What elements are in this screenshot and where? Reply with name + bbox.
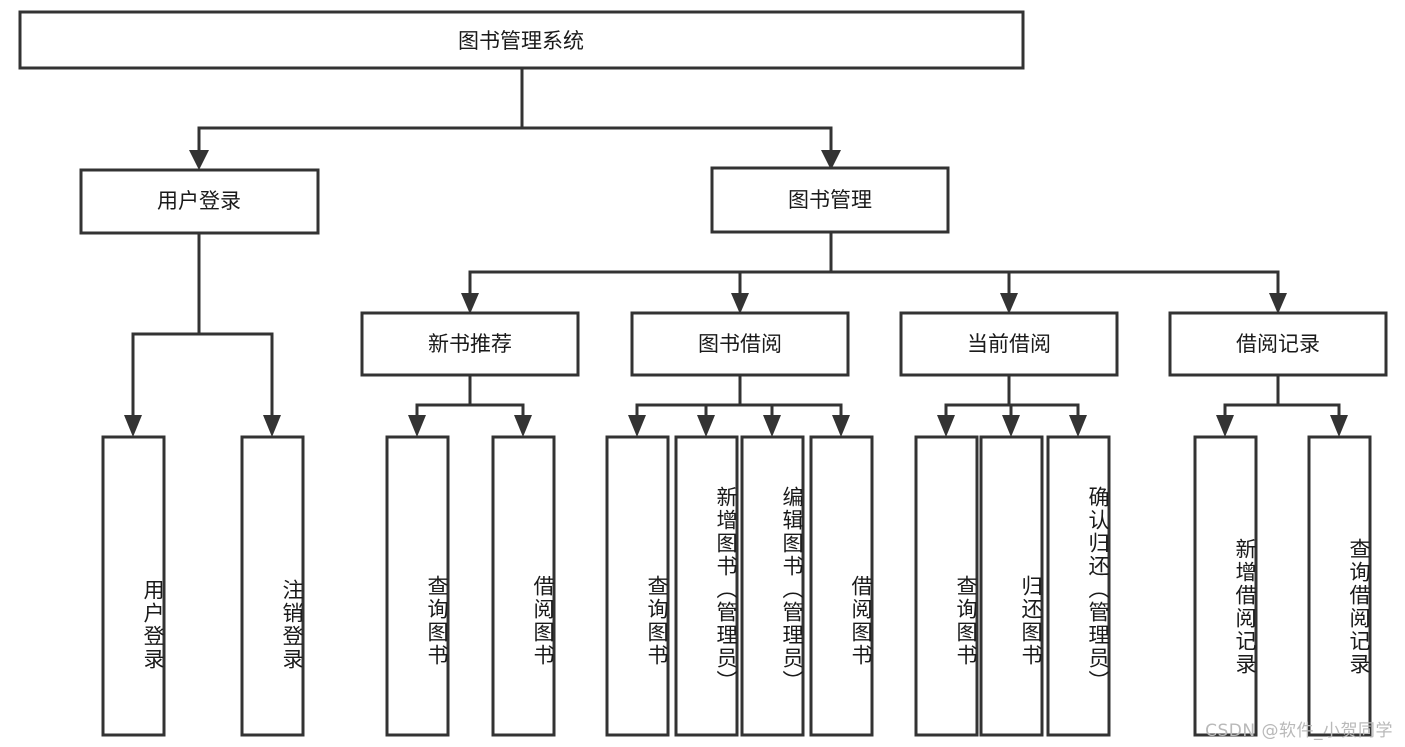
leaf-box-edit-book[interactable]	[740, 435, 805, 737]
csdn-watermark: CSDN @软件_小贺同学	[1205, 721, 1393, 741]
arrow-head-leaf-edit-book	[763, 415, 781, 437]
arrow-head-leaf-query-record	[1330, 415, 1348, 437]
arrow-head-leaf-user-login	[124, 415, 142, 437]
arrow-head-leaf-query-book-1	[408, 415, 426, 437]
connector-group-user-login	[124, 231, 281, 437]
node-root[interactable]: 图书管理系统	[18, 10, 1025, 70]
connector-group-current-borrow	[937, 373, 1087, 437]
node-book-manage[interactable]: 图书管理	[710, 166, 950, 234]
arrow-head-leaf-confirm-return	[1069, 415, 1087, 437]
node-book-borrow[interactable]: 图书借阅	[630, 311, 850, 377]
node-user-login-box[interactable]	[79, 168, 320, 235]
node-borrow-record[interactable]: 借阅记录	[1168, 311, 1388, 377]
node-book-manage-label: 图书管理	[788, 188, 872, 212]
node-new-book-recommend-box[interactable]	[360, 311, 580, 377]
node-new-book-recommend-label: 新书推荐	[428, 332, 512, 356]
node-current-borrow-box[interactable]	[899, 311, 1119, 377]
arrow-head-new-book-recommend	[461, 293, 479, 314]
leaf-box-query-book-2[interactable]	[605, 435, 670, 737]
node-borrow-record-label: 借阅记录	[1236, 332, 1320, 356]
node-book-borrow-label: 图书借阅	[698, 332, 782, 356]
node-user-login[interactable]: 用户登录	[79, 168, 320, 235]
leaf-box-add-book[interactable]	[674, 435, 739, 737]
arrow-head-book-borrow	[731, 293, 749, 314]
arrow-head-leaf-query-book-2	[628, 415, 646, 437]
leaf-box-borrow-book-2[interactable]	[809, 435, 874, 737]
leaf-box-query-record[interactable]	[1307, 435, 1372, 737]
arrow-head-leaf-borrow-book-2	[832, 415, 850, 437]
leaf-box-query-book-1[interactable]	[385, 435, 450, 737]
node-root-label: 图书管理系统	[458, 29, 584, 53]
leaf-box-return-book[interactable]	[979, 435, 1044, 737]
arrow-head-leaf-borrow-book-1	[514, 415, 532, 437]
arrow-head-leaf-logout-login	[263, 415, 281, 437]
node-borrow-record-box[interactable]	[1168, 311, 1388, 377]
node-book-borrow-box[interactable]	[630, 311, 850, 377]
arrow-head-leaf-query-book-3	[937, 415, 955, 437]
leaf-box-user-login[interactable]	[101, 435, 166, 737]
arrow-head-leaf-return-book	[1002, 415, 1020, 437]
arrow-head-current-borrow	[1000, 293, 1018, 314]
arrow-head-leaf-add-record	[1216, 415, 1234, 437]
leaf-box-add-record[interactable]	[1193, 435, 1258, 737]
node-book-manage-box[interactable]	[710, 166, 950, 234]
connector-group-new-book-recommend	[408, 373, 532, 437]
connector-group-root	[189, 66, 841, 170]
node-new-book-recommend[interactable]: 新书推荐	[360, 311, 580, 377]
node-root-box[interactable]	[18, 10, 1025, 70]
leaf-box-confirm-return[interactable]	[1046, 435, 1111, 737]
connector-group-borrow-record	[1216, 373, 1348, 437]
node-current-borrow[interactable]: 当前借阅	[899, 311, 1119, 377]
arrow-head-book-manage	[821, 150, 841, 170]
arrow-head-leaf-add-book	[697, 415, 715, 437]
connector-group-book-manage	[461, 230, 1287, 314]
node-current-borrow-label: 当前借阅	[967, 332, 1051, 356]
leaf-box-borrow-book-1[interactable]	[491, 435, 556, 737]
arrow-head-user-login	[189, 150, 209, 170]
leaf-box-logout-login[interactable]	[240, 435, 305, 737]
arrow-head-borrow-record	[1269, 293, 1287, 314]
connector-group-book-borrow	[628, 373, 850, 437]
node-user-login-label: 用户登录	[157, 189, 241, 213]
leaf-box-query-book-3[interactable]	[914, 435, 979, 737]
